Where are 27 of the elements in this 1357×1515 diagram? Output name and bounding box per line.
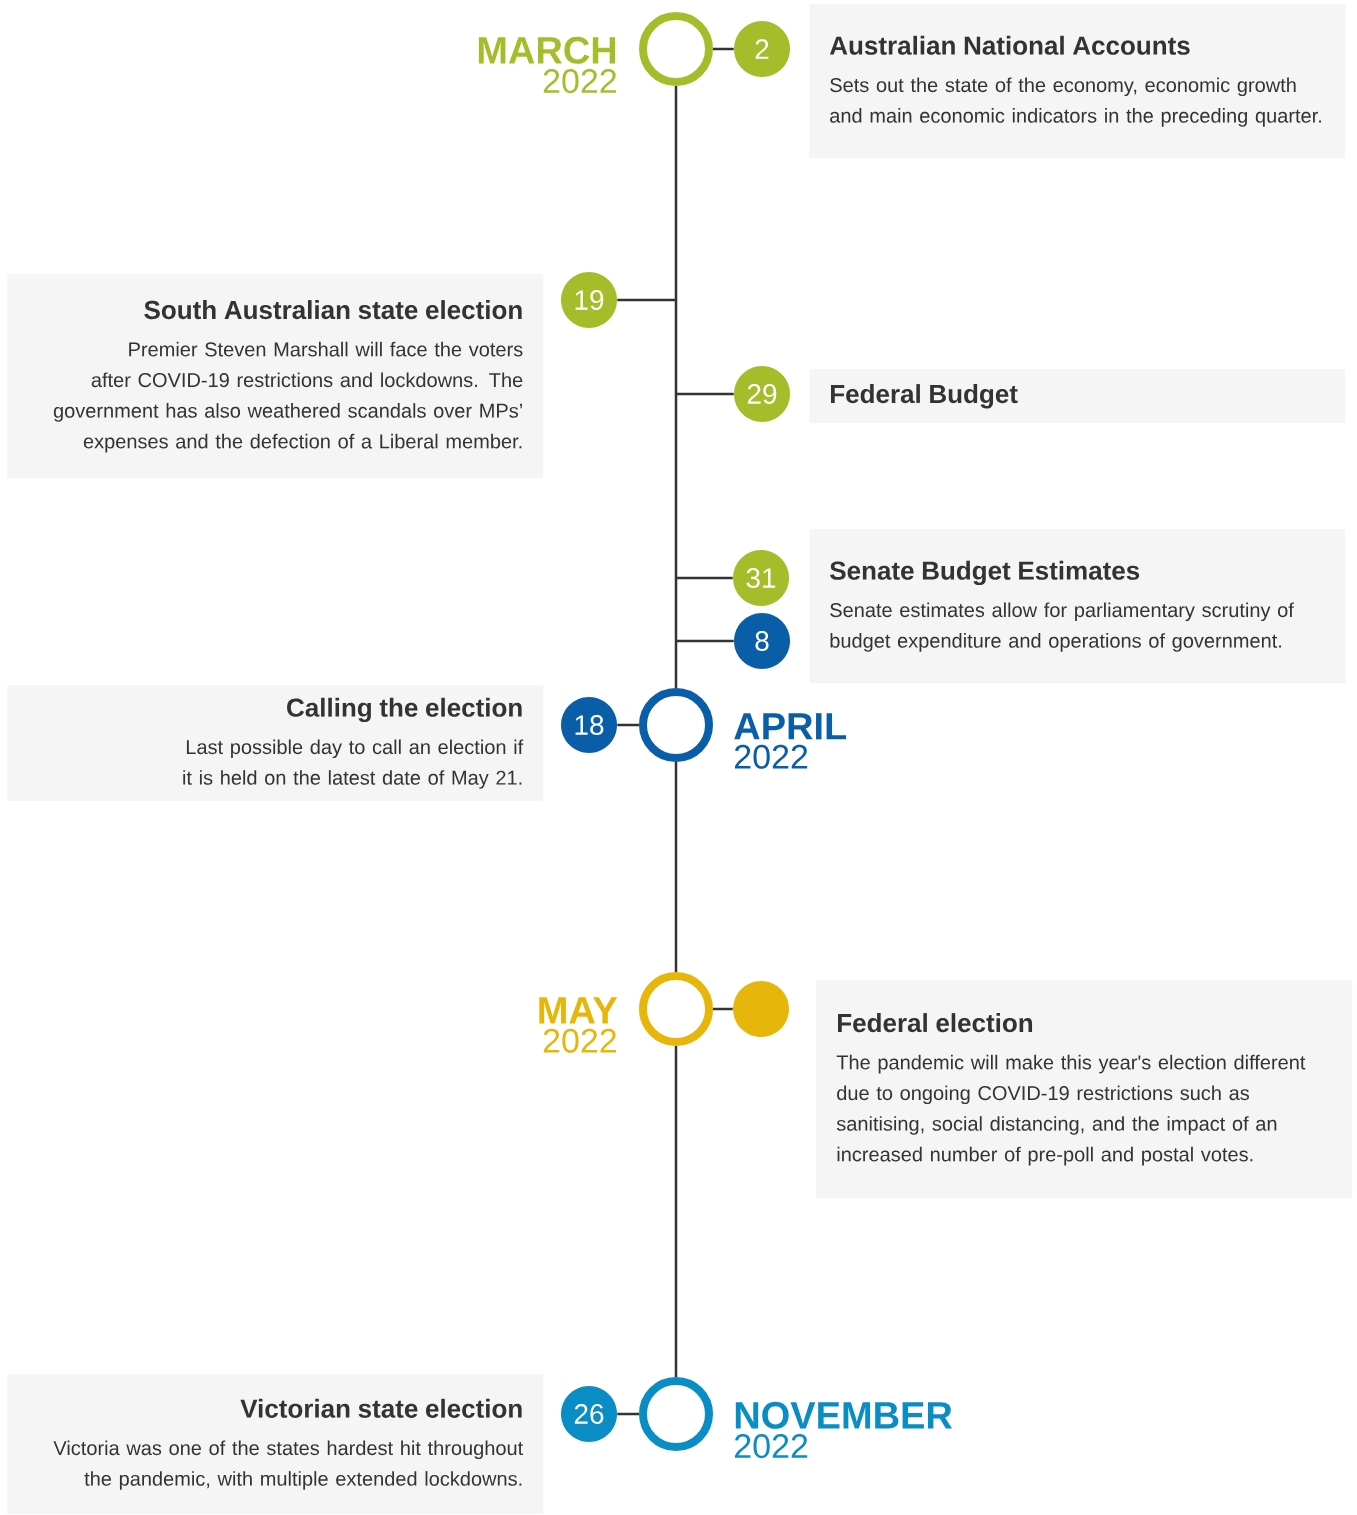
event-box: Victorian state election Victoria was one of the states hardest hit throughout the pandemic, with multiple extended lockdowns. (7, 1374, 544, 1515)
date-circle (733, 981, 789, 1037)
timeline-line (617, 723, 639, 727)
timeline-line (617, 298, 676, 302)
timeline-line (674, 762, 678, 972)
month-ring (639, 12, 713, 86)
month-ring (639, 1377, 713, 1451)
event-box: Federal election The pandemic will make this year's election different due to ongoing COVID-19 restrictions such as sanitising, social distancing, and the impact of an increased number of pre-poll and postal votes. (816, 980, 1353, 1199)
timeline-line (676, 392, 734, 396)
event-box: Federal Budget (809, 369, 1346, 424)
month-ring (639, 688, 713, 762)
event-box: Calling the election Last possible day to call an election if it is held on the latest date of May 21. (7, 685, 544, 802)
event-box: Australian National Accounts Sets out the state of the economy, economic growth and main economic indicators in the preceding quarter. (809, 4, 1346, 159)
timeline-line (674, 86, 678, 688)
month-label: MARCH 2022 (478, 36, 616, 94)
timeline-line (713, 1007, 733, 1011)
timeline-line (676, 576, 733, 580)
event-box: Senate Budget Estimates Senate estimates allow for parliamentary scrutiny of budget expenditure and operations of government. (809, 529, 1346, 684)
timeline-line (676, 639, 734, 643)
month-ring (639, 972, 713, 1046)
event-box: South Australian state election Premier Steven Marshall will face the voters after COVID-19 restrictions and lockdowns. The government has also weathered scandals over MPs’ expenses and the defection of a Liberal member. (7, 274, 544, 479)
month-label: MAY 2022 (539, 997, 618, 1053)
timeline-line (617, 1412, 639, 1416)
timeline-line (674, 1046, 678, 1377)
month-label: APRIL 2022 (734, 713, 847, 769)
timeline-line (713, 47, 734, 51)
month-label: NOVEMBER 2022 (735, 1401, 953, 1459)
